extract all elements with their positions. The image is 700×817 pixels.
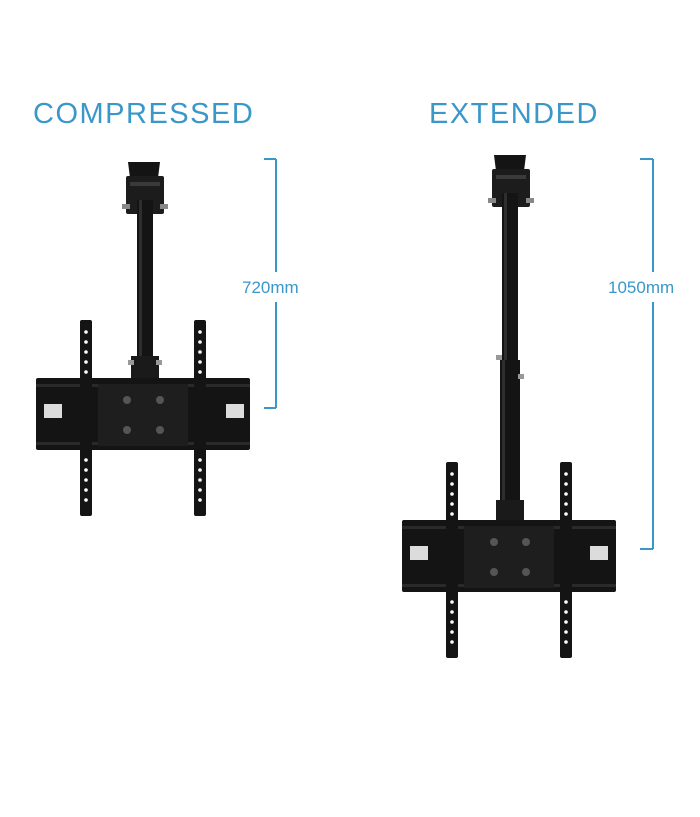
vesa-arm-right: [194, 320, 206, 516]
extended-dimension-bracket: [640, 158, 654, 550]
ceiling-plate: [494, 155, 526, 171]
extended-heading: EXTENDED: [429, 98, 599, 130]
compressed-heading: COMPRESSED: [33, 98, 255, 130]
vesa-arm-right: [560, 462, 572, 658]
compressed-dimension-bracket: [264, 158, 277, 409]
extended-mount: [402, 155, 616, 658]
compressed-mount: [36, 162, 250, 516]
compressed-height-label: 720mm: [242, 278, 299, 297]
vesa-arm-left: [80, 320, 92, 516]
ceiling-plate: [128, 162, 160, 178]
extended-height-label: 1050mm: [608, 278, 675, 297]
vesa-arm-left: [446, 462, 458, 658]
